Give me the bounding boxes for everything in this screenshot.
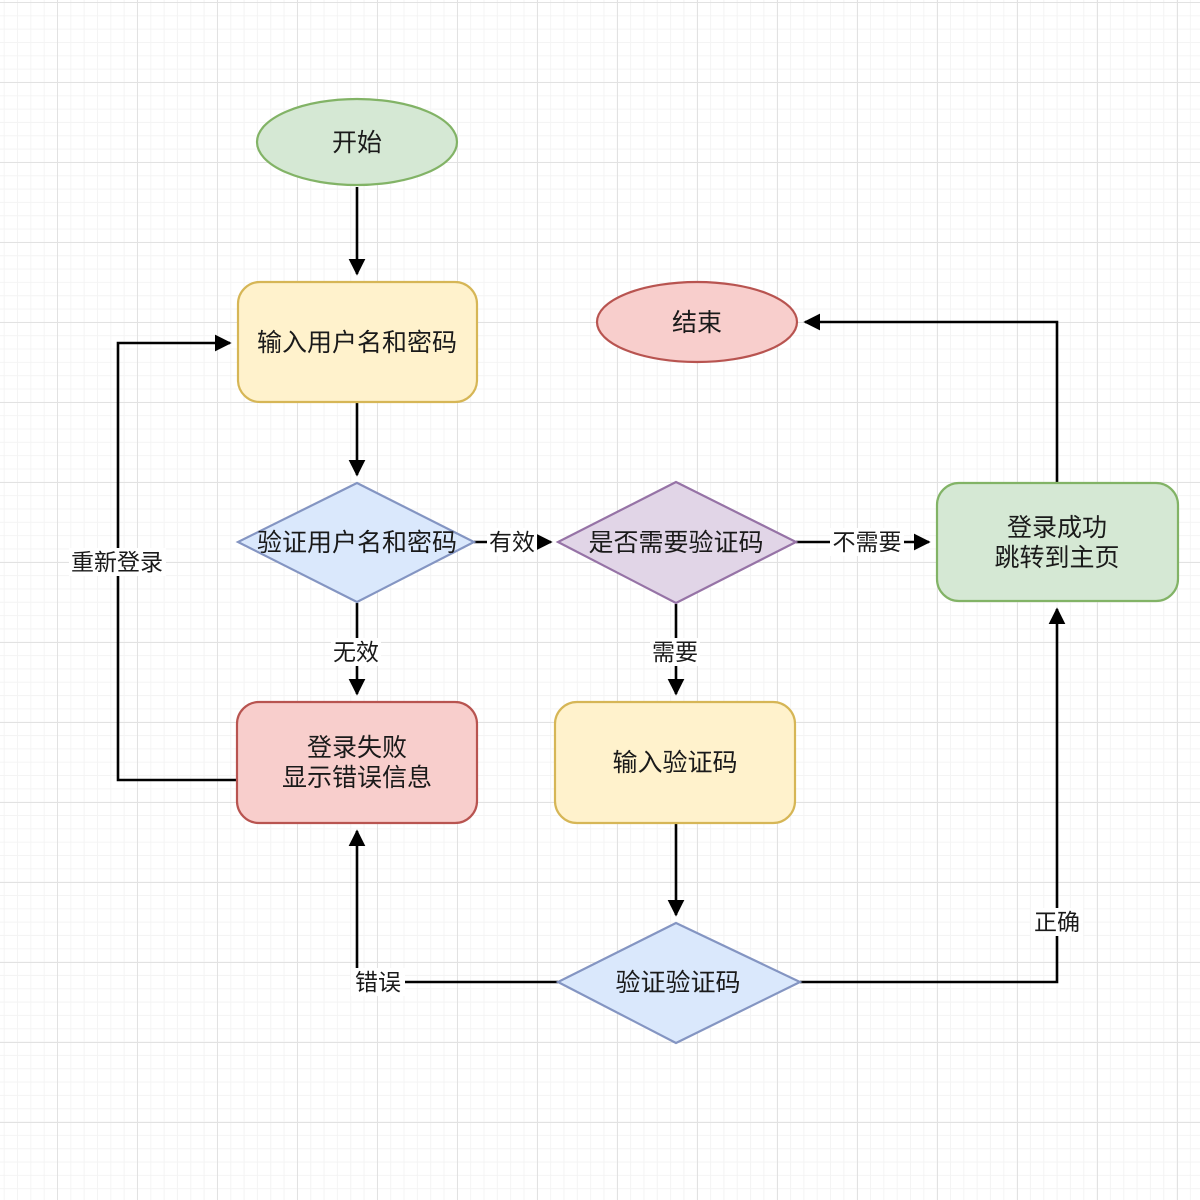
- need-captcha-diamond: [555, 480, 799, 605]
- svg-text:重新登录: 重新登录: [71, 549, 163, 575]
- svg-text:是否需要验证码: 是否需要验证码: [588, 529, 763, 557]
- login-success-rect: [935, 481, 1180, 603]
- edge-label-correct: 正确: [1031, 908, 1083, 936]
- edge-label-invalid: 无效: [331, 638, 381, 666]
- svg-text:错误: 错误: [355, 969, 401, 995]
- svg-text:输入用户名和密码: 输入用户名和密码: [257, 329, 457, 357]
- edge-label-bg: [351, 968, 405, 996]
- svg-text:正确: 正确: [1034, 909, 1080, 935]
- edge-label-bg: [650, 638, 700, 666]
- edge-label-bg: [331, 638, 381, 666]
- edge-label-bg: [69, 548, 166, 576]
- edge-login-success-to-end: [803, 313, 1059, 483]
- svg-text:验证验证码: 验证验证码: [615, 969, 740, 997]
- svg-text:结束: 结束: [672, 309, 722, 337]
- svg-text:跳转到主页: 跳转到主页: [994, 544, 1119, 572]
- svg-text:需要: 需要: [652, 639, 698, 665]
- node-input-captcha: 输入验证码: [553, 700, 797, 825]
- verify-credentials-diamond: [235, 481, 477, 604]
- svg-text:验证用户名和密码: 验证用户名和密码: [257, 529, 457, 557]
- svg-text:输入验证码: 输入验证码: [612, 749, 737, 777]
- edge-labels: 有效 不需要 无效 需要 错误 正确: [69, 528, 1083, 996]
- svg-text:登录失败: 登录失败: [307, 734, 407, 762]
- svg-text:无效: 无效: [333, 639, 379, 665]
- node-end: 结束: [595, 280, 799, 364]
- node-input-credentials: 输入用户名和密码: [236, 280, 479, 404]
- node-need-captcha: 是否需要验证码: [555, 480, 799, 605]
- end-ellipse: [595, 280, 799, 364]
- edge-label-relogin: 重新登录: [69, 548, 166, 576]
- edge-label-bg: [1031, 908, 1083, 936]
- edge-verify-captcha-to-login-success: [800, 607, 1066, 984]
- edge-label-wrong: 错误: [351, 968, 405, 996]
- edge-label-bg: [487, 528, 537, 556]
- login-failed-rect: [235, 700, 479, 825]
- svg-text:有效: 有效: [489, 529, 535, 555]
- node-verify-captcha: 验证验证码: [555, 921, 803, 1045]
- edge-verify-captcha-to-login-failed: [348, 829, 558, 984]
- verify-captcha-diamond: [555, 921, 803, 1045]
- node-login-failed: 登录失败 显示错误信息: [235, 700, 479, 825]
- svg-text:开始: 开始: [332, 129, 382, 157]
- edge-label-bg: [830, 528, 904, 556]
- svg-text:登录成功: 登录成功: [1007, 514, 1107, 542]
- edge-label-needed: 需要: [650, 638, 700, 666]
- input-credentials-rect: [236, 280, 479, 404]
- node-verify-credentials: 验证用户名和密码: [235, 481, 477, 604]
- node-start: 开始: [255, 97, 459, 187]
- node-login-success: 登录成功 跳转到主页: [935, 481, 1180, 603]
- edge-label-valid: 有效: [487, 528, 537, 556]
- svg-text:显示错误信息: 显示错误信息: [282, 764, 432, 792]
- svg-text:不需要: 不需要: [833, 529, 902, 555]
- start-ellipse: [255, 97, 459, 187]
- input-captcha-rect: [553, 700, 797, 825]
- edge-label-not-needed: 不需要: [830, 528, 904, 556]
